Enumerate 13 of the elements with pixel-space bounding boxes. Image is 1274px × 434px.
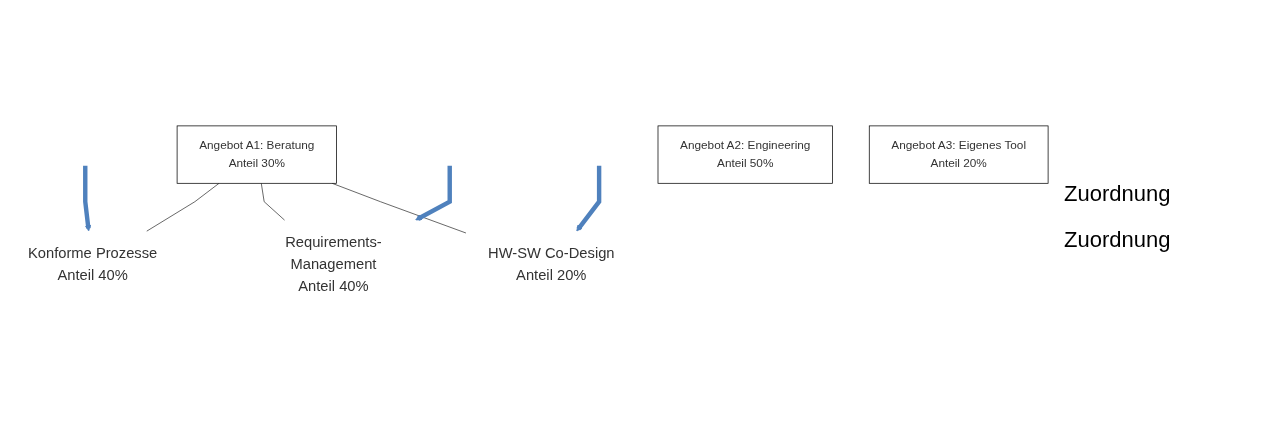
connector xyxy=(146,182,220,232)
node-box: Angebot A3: Eigenes Tool Anteil 20% xyxy=(868,125,1049,184)
connector xyxy=(260,182,285,221)
note-text: Zuordnung xyxy=(1064,227,1172,253)
node-text: Requirements-Management Anteil 40% xyxy=(285,233,382,295)
arrow xyxy=(576,165,602,232)
arrow xyxy=(83,165,92,232)
arrow xyxy=(415,165,452,221)
node-text: HW-SW Co-Design Anteil 20% xyxy=(488,244,615,284)
node-text: Konforme Prozesse Anteil 40% xyxy=(27,244,158,284)
node-box: Angebot A1: Beratung Anteil 30% xyxy=(176,125,337,184)
node-box: Angebot A2: Engineering Anteil 50% xyxy=(657,125,833,184)
note-text: Zuordnung xyxy=(1064,181,1172,207)
